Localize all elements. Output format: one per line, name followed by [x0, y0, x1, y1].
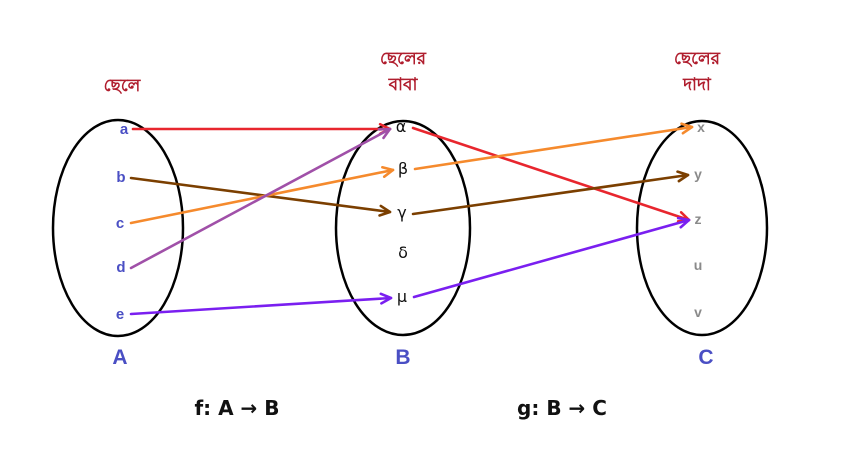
- element-z: z: [695, 211, 702, 227]
- arrow-line: [411, 126, 691, 222]
- arrowhead: [379, 292, 393, 305]
- set-names: A B C: [112, 346, 713, 369]
- element-a: a: [120, 121, 129, 138]
- set-b-oval: [334, 119, 472, 337]
- mapping-arrows: [129, 122, 694, 316]
- mapping-arrow: [411, 170, 690, 216]
- set-b-header-line2: বাবা: [388, 75, 419, 95]
- set-a-name: A: [112, 346, 127, 369]
- arrowhead: [377, 127, 392, 140]
- arrow-line: [412, 218, 691, 299]
- mapping-arrow: [129, 176, 392, 217]
- set-headers: ছেলে ছেলের বাবা ছেলের দাদা: [104, 49, 721, 96]
- mapping-arrow: [129, 292, 393, 316]
- function-labels: f: A → B g: B → C: [194, 396, 606, 420]
- element-v: v: [694, 304, 702, 320]
- element-gamma: γ: [397, 203, 406, 222]
- function-g-label: g: B → C: [517, 396, 607, 420]
- arrow-line: [129, 296, 393, 316]
- element-x: x: [697, 119, 705, 135]
- set-ovals: [51, 118, 769, 338]
- set-c-header-line1: ছেলের: [674, 49, 721, 69]
- set-a-oval: [51, 118, 185, 338]
- element-c: c: [116, 215, 124, 232]
- mapping-arrow: [131, 122, 392, 136]
- mapping-arrow: [413, 122, 694, 171]
- set-b-name: B: [395, 346, 410, 369]
- arrowhead: [676, 170, 690, 183]
- set-c-oval: [635, 119, 769, 337]
- element-e: e: [116, 306, 124, 323]
- arrowhead: [676, 216, 691, 229]
- arrow-line: [129, 176, 392, 214]
- element-beta: β: [398, 159, 408, 178]
- set-elements: a b c d e α β γ δ μ x y z u v: [116, 117, 705, 323]
- arrowhead: [680, 122, 694, 135]
- set-c-name: C: [698, 346, 713, 369]
- set-b-header-line1: ছেলের: [380, 49, 427, 69]
- mapping-arrow: [129, 127, 392, 270]
- element-mu: μ: [397, 287, 407, 306]
- element-b: b: [116, 169, 125, 186]
- set-c-header-line2: দাদা: [682, 75, 712, 95]
- element-delta: δ: [398, 243, 408, 262]
- arrow-line: [411, 173, 690, 216]
- arrowhead: [381, 165, 395, 178]
- mapping-arrow: [412, 216, 691, 299]
- arrow-line: [413, 125, 694, 171]
- function-f-label: f: A → B: [194, 396, 279, 420]
- arrowhead: [378, 204, 392, 217]
- element-d: d: [116, 259, 125, 276]
- element-u: u: [694, 257, 703, 273]
- set-a-header: ছেলে: [104, 76, 142, 96]
- element-y: y: [694, 166, 702, 182]
- arrow-line: [129, 127, 392, 270]
- element-alpha: α: [396, 117, 407, 136]
